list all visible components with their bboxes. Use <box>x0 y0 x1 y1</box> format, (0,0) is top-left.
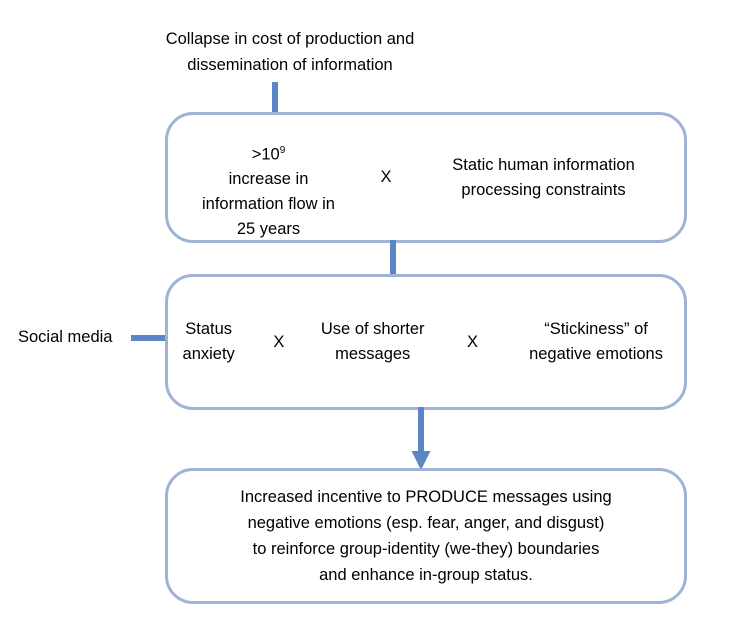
factor-shorter-messages: Use of shorter messages <box>320 320 425 363</box>
factor-stickiness-negative-emotions: “Stickiness” of negative emotions <box>529 320 663 363</box>
factor-row: Status anxiety X Use of shorter messages… <box>168 317 684 367</box>
multiply-symbol: X <box>467 332 479 351</box>
arrow-box2-to-box3-icon <box>410 407 432 471</box>
factor-row: >109 increase in information flow in 25 … <box>168 113 684 243</box>
outcome-box: Increased incentive to PRODUCE messages … <box>165 468 687 604</box>
factor-information-flow-increase: >109 increase in information flow in 25 … <box>184 113 352 243</box>
multiply-symbol: X <box>380 168 392 186</box>
multiply-symbol: X <box>273 332 285 351</box>
diagram-headline: Collapse in cost of production and disse… <box>165 30 415 74</box>
outcome-text: Increased incentive to PRODUCE messages … <box>240 488 612 584</box>
factor-text: increase in information flow in 25 years <box>201 170 335 239</box>
factor-box-social-dynamics: Status anxiety X Use of shorter messages… <box>165 274 687 410</box>
factor-prefix: >10 <box>251 145 280 164</box>
factor-box-information-flow: >109 increase in information flow in 25 … <box>165 112 687 243</box>
factor-human-processing-constraints: Static human information processing cons… <box>452 155 635 199</box>
social-media-label: Social media <box>18 328 113 346</box>
factor-exponent: 9 <box>279 144 286 156</box>
factor-status-anxiety: Status anxiety <box>182 320 235 363</box>
